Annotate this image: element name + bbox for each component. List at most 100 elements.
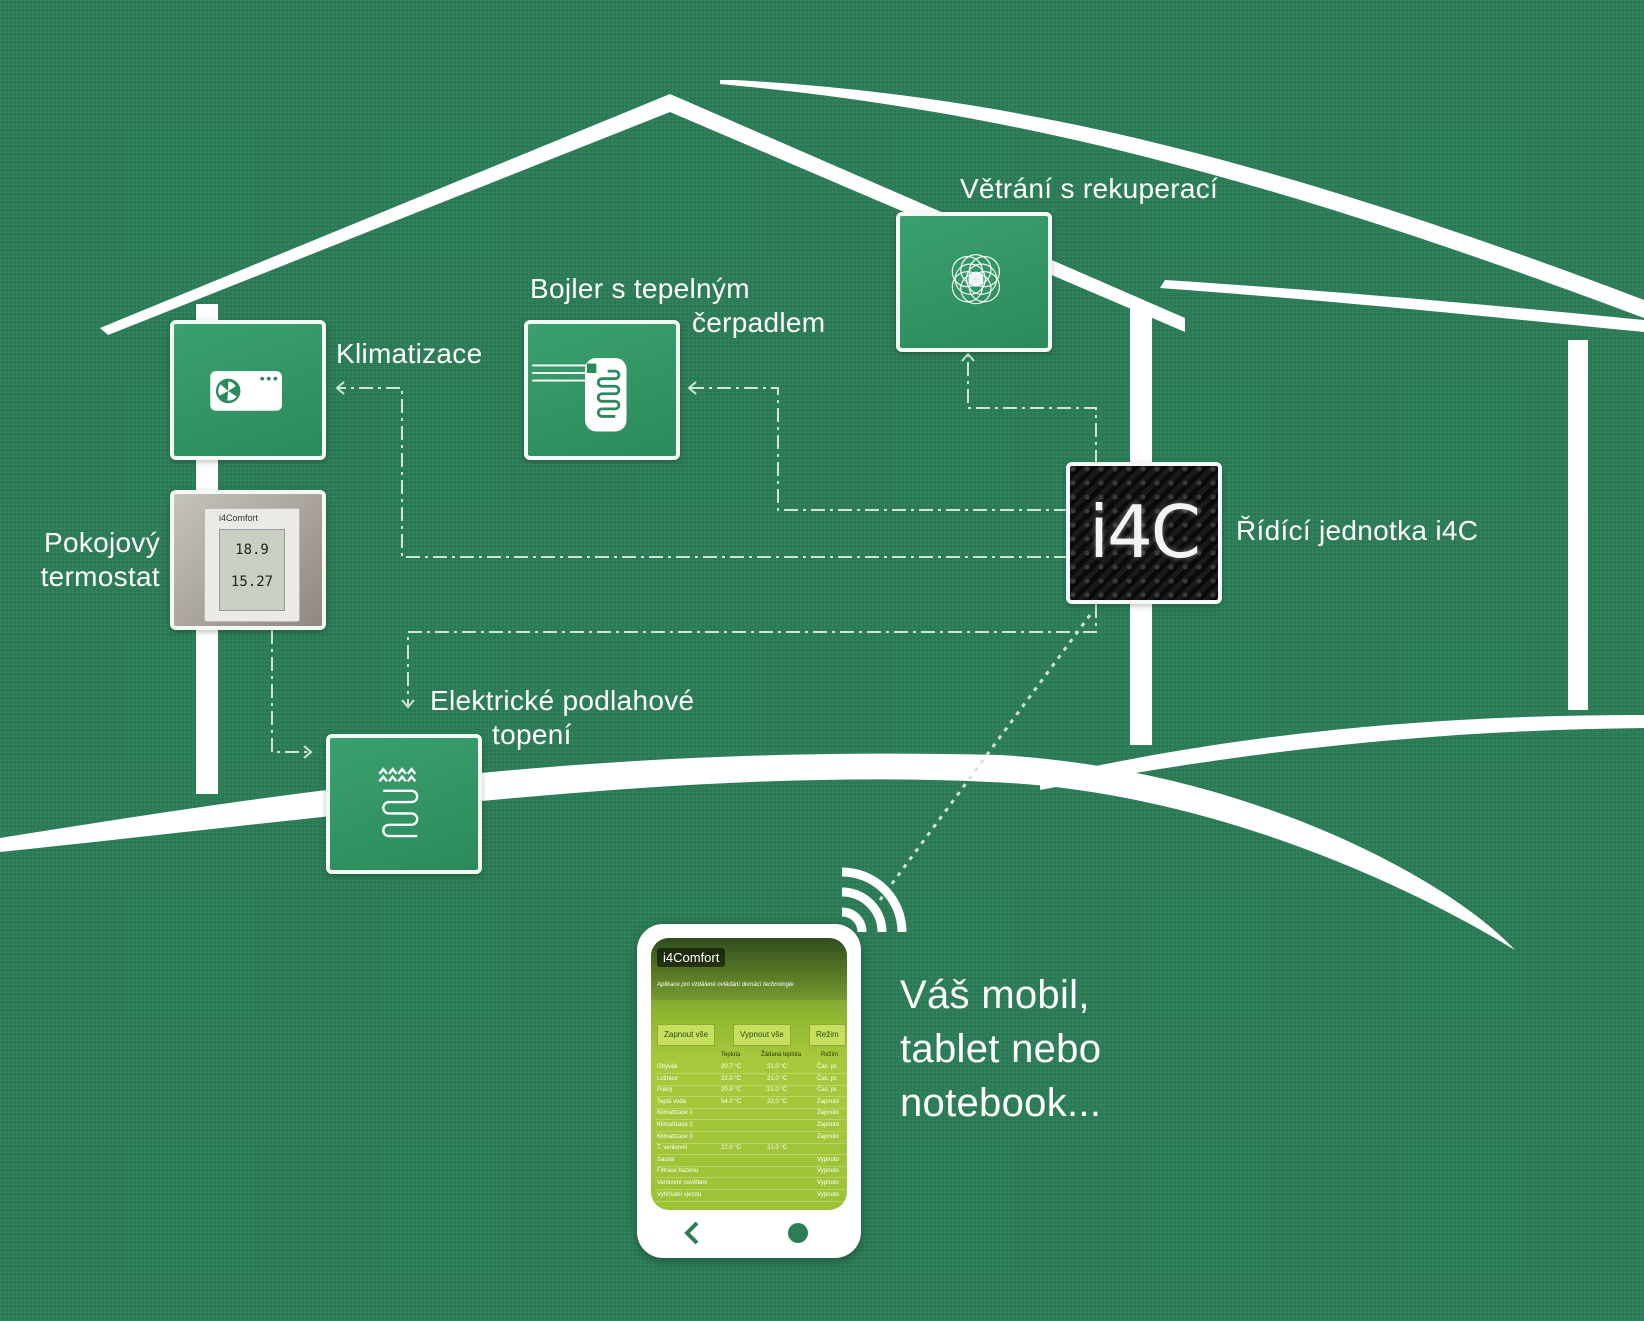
app-header: i4Comfort Aplikace pro vzdálené ovládání… [651,938,847,1000]
table-cell-name: Filtrace bazénu [657,1168,699,1175]
table-row[interactable]: Obývák 20.7 °C 21.0 °C Čas. pr. [655,1062,847,1074]
label-bojler-line2: čerpadlem [692,307,826,338]
app-button-on[interactable]: Zapnout vše [657,1024,716,1046]
table-cell-temp: 20.9 °C [721,1087,742,1094]
app-button-off[interactable]: Vypnout vše [733,1024,791,1046]
table-row[interactable]: Klimatizace 3 Zapnuto [655,1132,847,1144]
tile-ridici-jednotka[interactable]: i4C [1066,462,1222,604]
tile-termostat[interactable]: i4Comfort 18.9 15.27 [170,490,326,630]
label-termostat: Pokojový termostat [18,526,160,594]
label-ridici: Řídící jednotka i4C [1236,515,1479,546]
table-cell-temp: 20.7 °C [721,1064,742,1070]
table-cell-name: Klimatizace 3 [657,1133,693,1140]
table-cell-temp: 54.0 °C [721,1098,742,1105]
table-cell-mode: Vypnuto [817,1180,839,1186]
table-row[interactable]: Sauna Vypnuto [655,1155,847,1167]
link-bojler [687,381,1068,511]
label-termostat-line1: Pokojový [43,527,160,558]
table-cell-target: 21.0 °C [767,1145,788,1152]
thermostat-display: 18.9 15.27 [219,529,285,611]
mobile-phone: i4Comfort Aplikace pro vzdálené ovládání… [637,924,861,1258]
link-podlahove [401,604,1097,709]
table-cell-name: Klimatizace 2 [657,1122,693,1128]
label-podlahove-line1: Elektrické podlahové [430,685,695,716]
table-cell-name: Ložnice [657,1075,678,1082]
label-podlahove-line2: topení [492,719,572,750]
link-vetrani [961,352,1097,464]
thermostat-value-1: 18.9 [235,542,269,558]
table-cell-mode: Čas. pr. [817,1064,838,1070]
label-bojler: Bojler s tepelným čerpadlem [530,272,825,340]
app-col-mode: Režim [821,1052,839,1058]
app-subtitle: Aplikace pro vzdálené ovládání domácí te… [657,982,794,988]
table-row[interactable]: Teplá voda 54.0 °C 22.0 °C Zapnuto [655,1097,847,1109]
table-cell-mode: Vypnuto [817,1156,839,1163]
table-cell-temp: 22.0 °C [721,1145,742,1152]
table-cell-name: Venkovní osvětlení [657,1180,708,1186]
table-cell-mode: Zapnuto [817,1110,840,1117]
boiler-heat-pump-icon [532,357,627,432]
table-cell-target: 21.0 °C [767,1075,788,1082]
table-row[interactable]: Klimatizace 1 Zapnuto [655,1108,847,1121]
tile-bojler[interactable] [524,320,680,460]
back-arrow-icon[interactable] [681,1220,705,1246]
app-col-target: Žádaná teplota [761,1052,802,1058]
wall-right [1568,340,1588,710]
tile-klimatizace[interactable] [170,320,326,460]
link-termostat [271,630,313,759]
table-cell-name: Klimatizace 1 [657,1110,693,1117]
label-mobil-line2: tablet nebo [900,1027,1102,1071]
label-mobil-line1: Váš mobil, [900,973,1090,1017]
house-roof-right-inner [1160,280,1644,332]
label-bojler-line1: Bojler s tepelným [530,273,750,304]
table-cell-target: 21.0 °C [767,1064,788,1070]
phone-nav-bar [637,1210,861,1258]
i4c-logo: i4C [1088,490,1201,574]
table-row[interactable]: Ložnice 22.0 °C 21.0 °C Čas. pr. [655,1074,847,1086]
phone-screen[interactable]: i4Comfort Aplikace pro vzdálené ovládání… [651,938,847,1210]
table-cell-name: Vyhřívání vjezdu [657,1191,702,1198]
label-termostat-line2: termostat [40,561,160,592]
label-klimatizace: Klimatizace [336,338,483,369]
ground-left [0,753,1515,950]
app-button-mode[interactable]: Režim [809,1024,846,1046]
table-cell-name: T. venkovní [657,1145,688,1152]
table-cell-name: Sauna [657,1156,675,1163]
table-cell-mode: Čas. pr. [817,1075,838,1082]
table-row[interactable]: Klimatizace 2 Zapnuto [655,1120,847,1132]
thermostat-device: i4Comfort 18.9 15.27 [204,508,300,622]
table-row[interactable]: T. venkovní 22.0 °C 21.0 °C [655,1143,847,1156]
table-cell-name: Teplá voda [657,1098,687,1105]
ground-right [1040,715,1644,790]
table-row[interactable]: Pokoj 20.9 °C 21.0 °C Čas. pr. [655,1085,847,1098]
label-mobil-line3: notebook... [900,1081,1102,1125]
app-logo: i4Comfort [657,948,726,967]
floor-heating-icon [378,767,419,838]
home-button-icon[interactable] [787,1222,809,1244]
tile-podlahove[interactable] [326,734,482,874]
label-vetrani: Větrání s rekuperací [960,173,1219,204]
table-cell-mode: Vypnuto [817,1191,839,1198]
tile-vetrani[interactable] [896,212,1052,352]
link-klimatizace [335,381,1068,558]
label-podlahove: Elektrické podlahové topení [430,684,694,752]
table-cell-name: Obývák [657,1064,678,1070]
air-conditioner-icon [210,371,282,411]
table-row[interactable]: Vyhřívání vjezdu Vypnuto [655,1190,847,1202]
thermostat-brand: i4Comfort [219,513,259,523]
table-cell-mode: Zapnuto [817,1122,840,1128]
table-cell-mode: Vypnuto [817,1168,839,1175]
app-col-temp: Teplota [721,1052,741,1058]
table-cell-mode: Čas. pr. [817,1087,838,1094]
label-mobil: Váš mobil, tablet nebo notebook... [900,968,1101,1130]
table-cell-name: Pokoj [657,1087,673,1094]
table-cell-mode: Zapnuto [817,1098,840,1105]
table-row[interactable]: Venkovní osvětlení Vypnuto [655,1178,847,1190]
table-row[interactable]: Filtrace bazénu Vypnuto [655,1166,847,1179]
table-cell-mode: Zapnuto [817,1133,840,1140]
table-cell-target: 21.0 °C [767,1087,788,1094]
ventilation-fan-icon [951,254,1001,305]
table-cell-target: 22.0 °C [767,1098,788,1105]
thermostat-value-2: 15.27 [230,574,274,590]
table-cell-temp: 22.0 °C [721,1075,742,1082]
